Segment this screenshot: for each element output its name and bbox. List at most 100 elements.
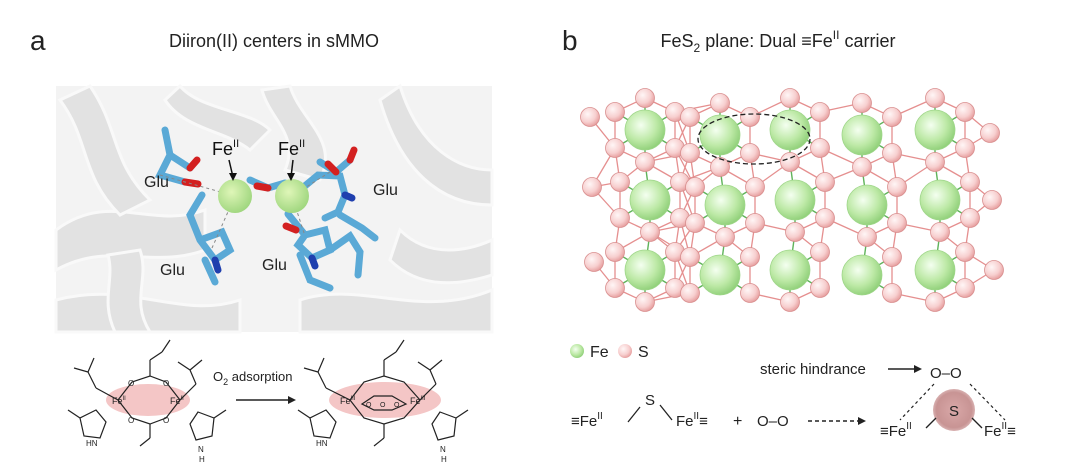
s-atom <box>887 177 907 197</box>
s-atom <box>605 278 625 298</box>
s-atom <box>710 157 730 177</box>
s-atom <box>925 152 945 172</box>
panel-a-title: Diiron(II) centers in sMMO <box>169 31 379 51</box>
panel-b-letter: b <box>562 25 578 56</box>
fe-atom <box>699 114 741 156</box>
s-atom <box>810 242 830 262</box>
s-atom <box>984 260 1004 280</box>
s-atom <box>635 88 655 108</box>
s-atom <box>815 172 835 192</box>
steric-hindrance-label: steric hindrance <box>760 361 866 378</box>
s-atom <box>960 172 980 192</box>
s-atom <box>852 157 872 177</box>
product-o2: O–O <box>930 365 962 382</box>
svg-text:O: O <box>380 402 386 409</box>
panel-b-title: FeS2 plane: Dual ≡FeII carrier <box>661 28 896 55</box>
fe-label-left: FeII <box>212 138 239 159</box>
svg-text:FeIII: FeIII <box>340 396 356 406</box>
s-atom <box>610 208 630 228</box>
fe-label-right: FeII <box>278 138 305 159</box>
panel-a-letter: a <box>30 25 46 56</box>
fe-atom <box>769 109 811 151</box>
fe-atom <box>846 184 888 226</box>
s-atom <box>685 177 705 197</box>
reactant-fe-left: ≡FeII <box>571 411 603 430</box>
s-atom <box>740 247 760 267</box>
s-atom <box>680 107 700 127</box>
product-s-label: S <box>949 403 959 420</box>
s-atom <box>635 152 655 172</box>
s-atom <box>882 247 902 267</box>
oxygen-sticks <box>181 146 358 234</box>
s-atom <box>780 88 800 108</box>
legend-s-marker <box>618 344 632 358</box>
scheme-ellipse-left <box>106 384 190 416</box>
steric-hindrance-ellipse <box>697 113 811 165</box>
fe-arrowhead-left <box>229 173 237 181</box>
product-fe-right: FeII≡ <box>984 421 1016 440</box>
glu-label-1: Glu <box>144 174 169 191</box>
lattice-legend: Fe S <box>570 344 649 361</box>
s-atom <box>740 283 760 303</box>
s-atom <box>882 107 902 127</box>
fe-atom <box>774 179 816 221</box>
svg-text:N: N <box>440 445 446 454</box>
s-atom <box>882 143 902 163</box>
legend-fe-marker <box>570 344 584 358</box>
svg-text:H: H <box>199 455 205 464</box>
s-atom <box>580 107 600 127</box>
s-atom <box>685 213 705 233</box>
svg-text:HN: HN <box>86 439 98 448</box>
s-atom <box>852 93 872 113</box>
svg-text:N: N <box>198 445 204 454</box>
s-atom <box>610 172 630 192</box>
s-atom <box>810 278 830 298</box>
svg-text:O: O <box>163 379 169 388</box>
product-bond-right <box>971 417 983 429</box>
legend-fe-label: Fe <box>590 344 609 361</box>
iron-atom-left <box>218 179 252 213</box>
s-atom <box>780 152 800 172</box>
legend-s-label: S <box>638 344 649 361</box>
reactant-o2: O–O <box>757 413 789 430</box>
s-atom <box>680 247 700 267</box>
fe-atom <box>699 254 741 296</box>
s-atom <box>955 102 975 122</box>
fe-atom <box>841 254 883 296</box>
plus-sign: + <box>733 413 742 430</box>
svg-text:O: O <box>366 402 372 409</box>
s-atom <box>925 292 945 312</box>
s-atom <box>635 292 655 312</box>
iron-atom-right <box>275 179 309 213</box>
svg-text:HN: HN <box>316 439 328 448</box>
steric-arrowhead <box>914 365 922 373</box>
s-atom <box>605 102 625 122</box>
product-fe-left: ≡FeII <box>880 421 912 440</box>
s-atom <box>605 242 625 262</box>
glu-label-2: Glu <box>373 182 398 199</box>
s-atom <box>925 88 945 108</box>
fe-atom <box>624 109 666 151</box>
s-atom <box>710 93 730 113</box>
svg-text:FeII: FeII <box>170 396 184 406</box>
s-atom <box>810 138 830 158</box>
scheme-complex-left: FeII FeII O O O O HN N H <box>67 339 227 464</box>
svg-text:O: O <box>128 416 134 425</box>
fe-atom <box>914 249 956 291</box>
scheme-arrowhead <box>288 396 296 404</box>
s-atom <box>980 123 1000 143</box>
s-atom <box>955 278 975 298</box>
panel-b: b FeS2 plane: Dual ≡FeII carrier Fe S st… <box>562 25 1016 440</box>
s-atom <box>740 107 760 127</box>
product-bond-left <box>925 417 937 429</box>
s-atom <box>584 252 604 272</box>
s-atom <box>815 208 835 228</box>
s-atom <box>680 283 700 303</box>
nitrogen-sticks <box>211 191 356 274</box>
fe-atom <box>629 179 671 221</box>
s-atom <box>640 222 660 242</box>
s-atom <box>857 227 877 247</box>
fe-arrowhead-right <box>287 173 295 181</box>
